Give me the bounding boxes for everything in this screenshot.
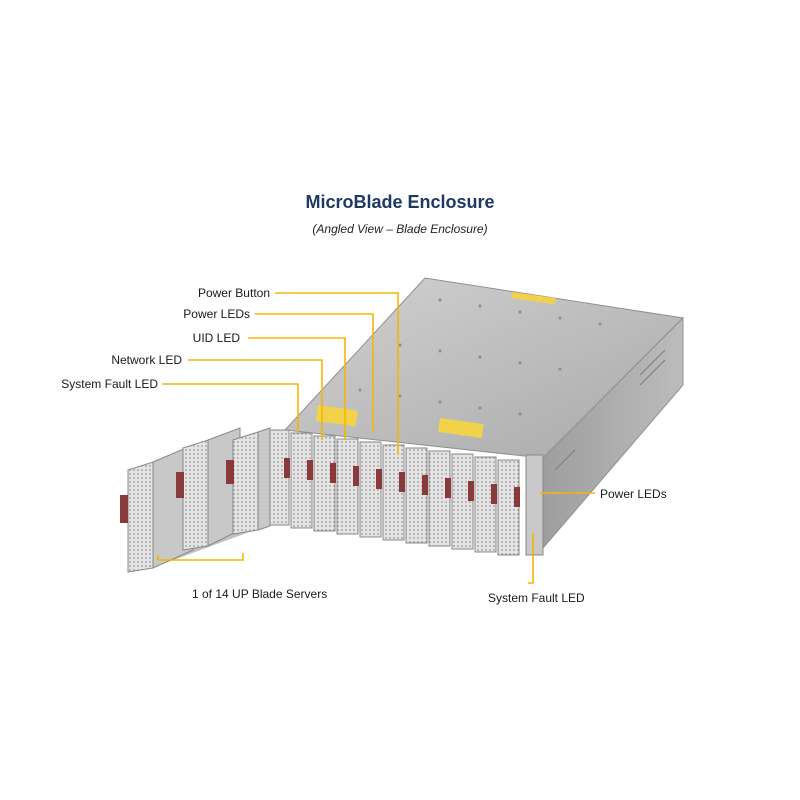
pulled-blade-2 bbox=[176, 427, 241, 551]
pulled-blade-1 bbox=[120, 444, 194, 573]
callout-power-leds-top: Power LEDs bbox=[183, 307, 250, 321]
diagram-title: MicroBlade Enclosure bbox=[305, 192, 495, 212]
callout-system-fault-led-top: System Fault LED bbox=[61, 377, 158, 391]
leader-lines bbox=[157, 292, 595, 584]
blade-4 bbox=[336, 438, 359, 535]
chassis-end-panel bbox=[525, 454, 544, 556]
pulled-blade-3 bbox=[226, 427, 271, 535]
blade-1 bbox=[267, 429, 290, 526]
leader-blade-servers bbox=[157, 553, 244, 561]
callout-network-led: Network LED bbox=[111, 353, 182, 367]
leader-system-fault-bottom bbox=[528, 533, 534, 584]
blade-11 bbox=[497, 459, 520, 556]
leader-power-leds-top bbox=[255, 313, 374, 432]
leader-uid-led bbox=[248, 337, 346, 440]
blade-8 bbox=[428, 450, 451, 547]
blade-10 bbox=[474, 456, 497, 553]
leader-network-led bbox=[188, 359, 323, 440]
blade-7 bbox=[405, 447, 428, 544]
blade-2 bbox=[290, 432, 313, 529]
callout-power-leds-right: Power LEDs bbox=[600, 487, 667, 501]
callout-system-fault-led-bottom: System Fault LED bbox=[488, 591, 585, 605]
blade-9 bbox=[451, 453, 474, 550]
installed-blades bbox=[267, 429, 520, 556]
callout-power-button: Power Button bbox=[197, 286, 270, 300]
leader-power-button bbox=[275, 292, 399, 455]
leader-system-fault-top bbox=[162, 383, 299, 433]
callout-blade-servers: 1 of 14 UP Blade Servers bbox=[192, 587, 328, 601]
diagram-subtitle: (Angled View – Blade Enclosure) bbox=[312, 222, 488, 236]
blade-3 bbox=[313, 435, 336, 532]
callout-uid-led: UID LED bbox=[192, 331, 240, 345]
blade-6 bbox=[382, 444, 405, 541]
pulled-blades bbox=[120, 427, 271, 573]
blade-5 bbox=[359, 441, 382, 538]
